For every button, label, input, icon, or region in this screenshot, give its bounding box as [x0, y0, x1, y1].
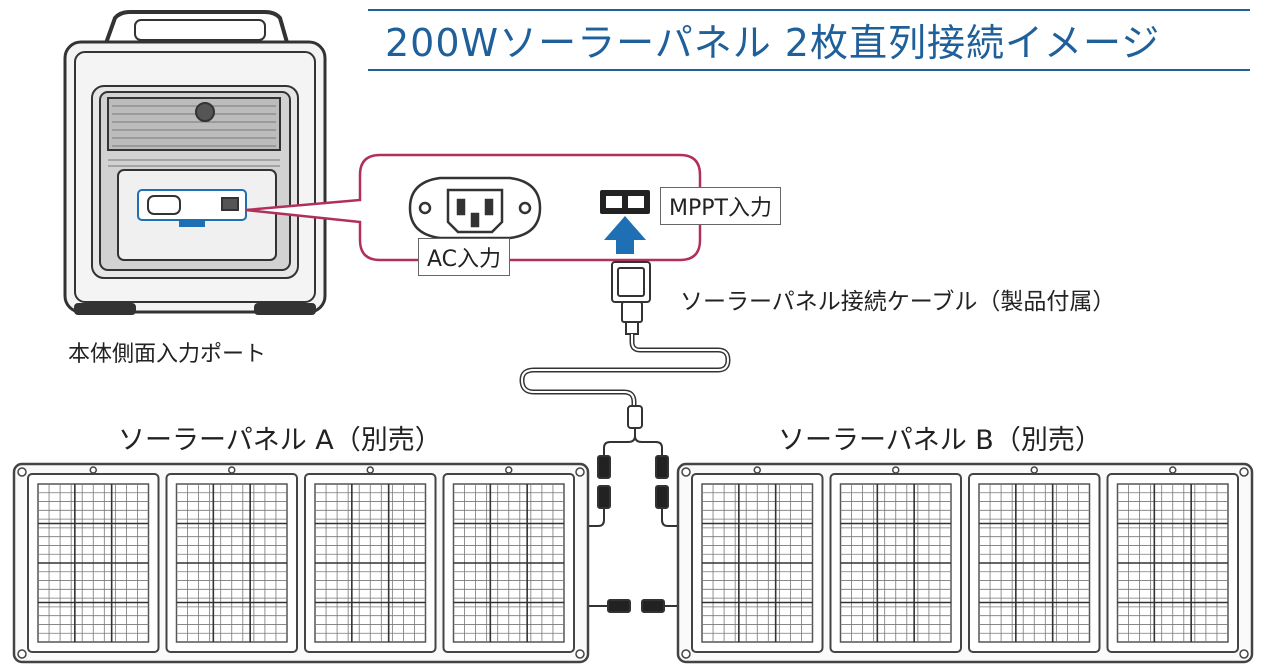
grommet	[1169, 466, 1177, 474]
cell-busbars	[1117, 484, 1228, 642]
cell-busbars	[38, 484, 149, 642]
panel-b-label: ソーラーパネル B（別売）	[778, 425, 1102, 456]
cell-busbars	[453, 484, 564, 642]
cell-busbars	[979, 484, 1090, 642]
corner-grommet	[681, 649, 691, 659]
grommet	[1030, 466, 1038, 474]
corner-grommet	[1239, 649, 1249, 659]
cell-busbars	[840, 484, 951, 642]
grommet	[753, 466, 761, 474]
corner-grommet	[681, 467, 691, 477]
solar-panel-b	[676, 462, 1254, 664]
cell-busbars	[315, 484, 426, 642]
ac-input-label: AC入力	[418, 238, 511, 276]
solar-panel-a	[12, 462, 590, 664]
power-station	[63, 10, 327, 315]
cell-busbars	[702, 484, 813, 642]
mppt-input-label: MPPT入力	[660, 187, 781, 225]
ac-inlet	[408, 176, 542, 240]
corner-grommet	[575, 649, 585, 659]
unit-port-label: 本体側面入力ポート	[68, 342, 267, 367]
mppt-port	[600, 190, 650, 214]
panel-a-label: ソーラーパネル A（別売）	[118, 425, 442, 456]
corner-grommet	[1239, 467, 1249, 477]
cable-label: ソーラーパネル接続ケーブル（製品付属）	[680, 289, 1116, 315]
grommet	[892, 466, 900, 474]
corner-grommet	[17, 649, 27, 659]
grommet	[228, 466, 236, 474]
connect-arrow	[604, 216, 646, 254]
diagram-title: 200Wソーラーパネル 2枚直列接続イメージ	[385, 21, 1161, 65]
corner-grommet	[17, 467, 27, 477]
grommet	[505, 466, 513, 474]
corner-grommet	[575, 467, 585, 477]
cell-busbars	[176, 484, 287, 642]
grommet	[89, 466, 97, 474]
grommet	[366, 466, 374, 474]
